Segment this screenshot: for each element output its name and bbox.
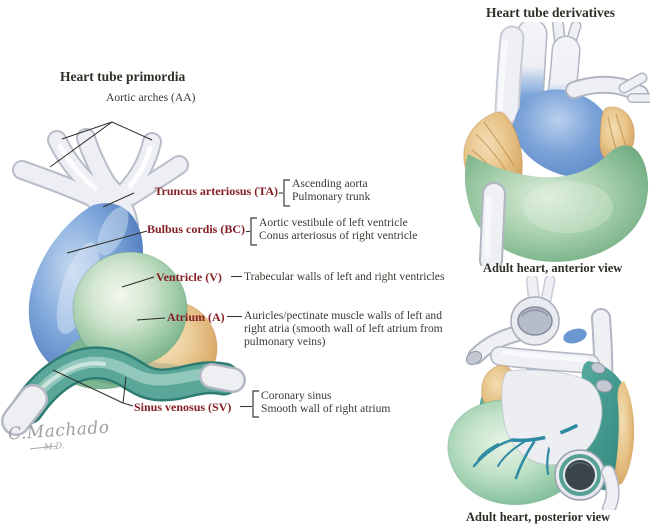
green-highlight [523, 181, 613, 233]
anterior-view-caption: Adult heart, anterior view [483, 261, 623, 275]
atrium-label: Atrium (A) [167, 310, 225, 324]
conus-blue-region [514, 89, 612, 178]
ivc-opening [554, 449, 606, 501]
pulmonary-vein-opening-1 [590, 362, 606, 374]
left-section-heading: Heart tube primordia [60, 69, 186, 84]
right-pulmonary-artery [565, 72, 650, 103]
sinus-derivative-1: Coronary sinus [261, 389, 332, 402]
small-vessel-bottom-right [601, 465, 620, 510]
truncus-derivative-2: Pulmonary trunk [292, 190, 371, 203]
atrium-derivative: Auricles/pectinate muscle walls of left … [244, 309, 443, 349]
left-pa-opening [465, 350, 483, 366]
svc-tube [494, 25, 525, 125]
pulmonary-vein-opening-2 [595, 379, 613, 393]
right-pulmonary-artery-tube [490, 346, 600, 374]
ventricle-derivative: Trabecular walls of left and right ventr… [244, 270, 445, 283]
right-section-heading: Heart tube derivatives [486, 5, 615, 20]
ventricles-green-region [464, 145, 649, 262]
tan-strip-right [613, 381, 635, 486]
adult-heart-anterior-illustration [463, 22, 650, 266]
bulbus-derivative-1: Aortic vestibule of left ventricle [259, 216, 408, 229]
adult-heart-posterior-illustration [447, 276, 635, 510]
artist-signature-title: M.D. [43, 441, 65, 453]
bulbus-cordis-label: Bulbus cordis (BC) [146, 222, 245, 236]
ventricle-label: Ventricle (V) [156, 270, 222, 284]
blue-patch-right [563, 328, 587, 344]
truncus-derivative-1: Ascending aorta [292, 177, 368, 190]
bulbus-derivative-2: Conus arteriosus of right ventricle [259, 229, 418, 242]
sinus-derivative-2: Smooth wall of right atrium [261, 402, 391, 415]
truncus-arteriosus-label: Truncus arteriosus (TA) [154, 184, 278, 198]
sinus-venosus-label: Sinus venosus (SV) [134, 400, 232, 414]
posterior-view-caption: Adult heart, posterior view [466, 510, 611, 524]
aortic-arches-label: Aortic arches (AA) [106, 91, 196, 104]
ivc-tube [479, 182, 506, 266]
aortic-arch-opening [510, 296, 560, 346]
